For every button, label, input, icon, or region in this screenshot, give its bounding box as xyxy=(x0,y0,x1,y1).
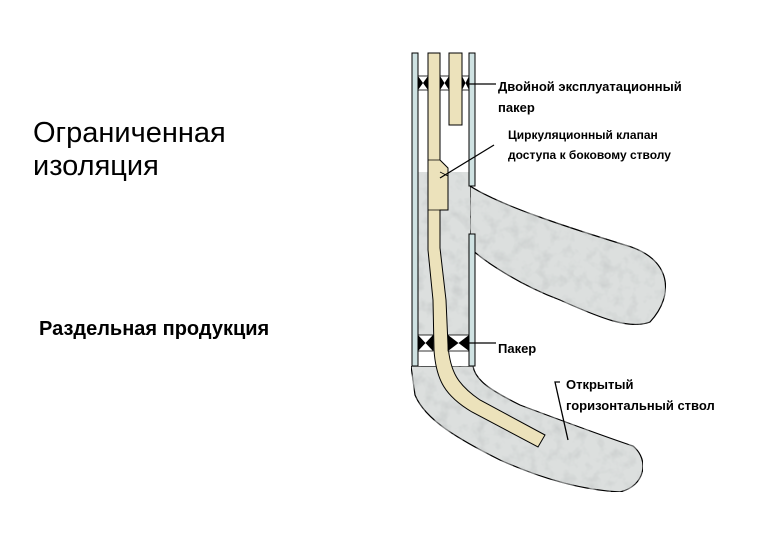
lower-packer xyxy=(417,334,470,352)
casing-wall-right xyxy=(468,52,476,367)
label-open-hole: Открытый горизонтальный ствол xyxy=(566,377,715,413)
label-packer: Пакер xyxy=(498,341,537,356)
short-tubing-string xyxy=(448,52,463,126)
dual-packer xyxy=(417,75,470,91)
leader-open-hole xyxy=(554,381,569,441)
slide-subtitle: Раздельная продукция xyxy=(39,318,270,340)
leader-circulation-valve xyxy=(439,144,495,179)
long-tubing-string xyxy=(427,52,546,448)
label-circulation-valve: Циркуляционный клапан доступа к боковому… xyxy=(508,128,671,162)
label-dual-packer: Двойной эксплуатационный пакер xyxy=(498,79,682,115)
casing-wall-left xyxy=(411,52,419,367)
slide-title: Ограниченная изоляция xyxy=(33,117,226,182)
upper-lateral-branch xyxy=(469,184,667,326)
